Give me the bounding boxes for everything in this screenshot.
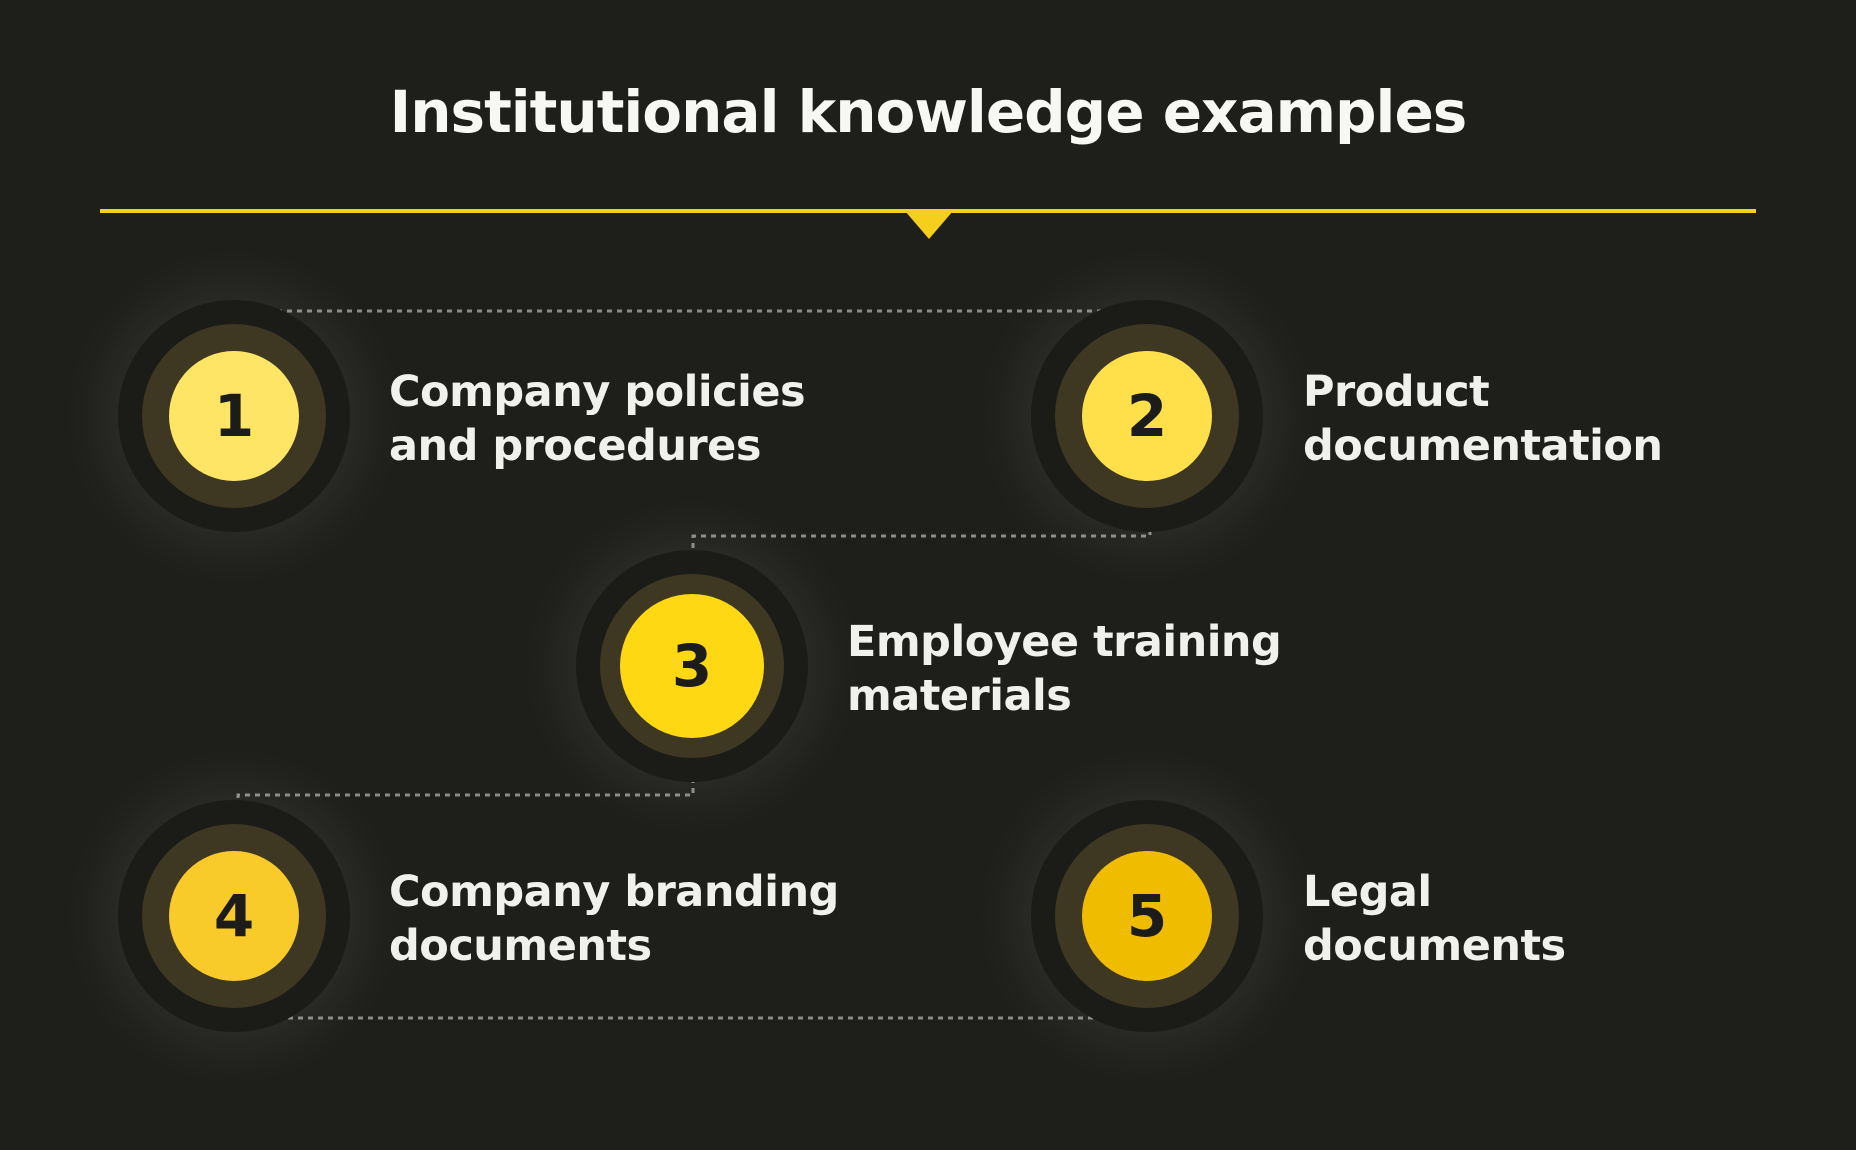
item-5-label: Legal documents: [1303, 865, 1566, 973]
item-4-label: Company branding documents: [389, 865, 839, 973]
item-4-number-badge: 4: [169, 851, 299, 981]
item-3-label: Employee training materials: [847, 615, 1282, 723]
item-4-label-line1: Company branding: [389, 867, 839, 917]
page-title: Institutional knowledge examples: [389, 78, 1468, 146]
item-2-label-line1: Product: [1303, 367, 1490, 417]
item-1-label-line1: Company policies: [389, 367, 806, 417]
item-5-node: 5: [1031, 800, 1263, 1032]
item-1-number-badge: 1: [169, 351, 299, 481]
item-1-label: Company policies and procedures: [389, 365, 806, 473]
item-2-node: 2: [1031, 300, 1263, 532]
connector-3-4: [236, 738, 695, 850]
item-2-label: Product documentation: [1303, 365, 1663, 473]
item-3-node: 3: [576, 550, 808, 782]
item-5-label-line1: Legal: [1303, 867, 1432, 917]
item-4-label-line2: documents: [389, 921, 652, 971]
connector-1-2: [234, 309, 1152, 350]
item-5-label-line2: documents: [1303, 921, 1566, 971]
item-5-number-badge: 5: [1082, 851, 1212, 981]
item-4-node: 4: [118, 800, 350, 1032]
item-1-label-line2: and procedures: [389, 421, 761, 471]
item-3-label-line2: materials: [847, 671, 1072, 721]
divider-notch: [905, 211, 953, 239]
item-2-number-badge: 2: [1082, 351, 1212, 481]
item-2-label-line2: documentation: [1303, 421, 1663, 471]
item-3-number-badge: 3: [620, 594, 764, 738]
item-3-label-line1: Employee training: [847, 617, 1282, 667]
connector-4-5: [232, 982, 1150, 1020]
item-1-node: 1: [118, 300, 350, 532]
